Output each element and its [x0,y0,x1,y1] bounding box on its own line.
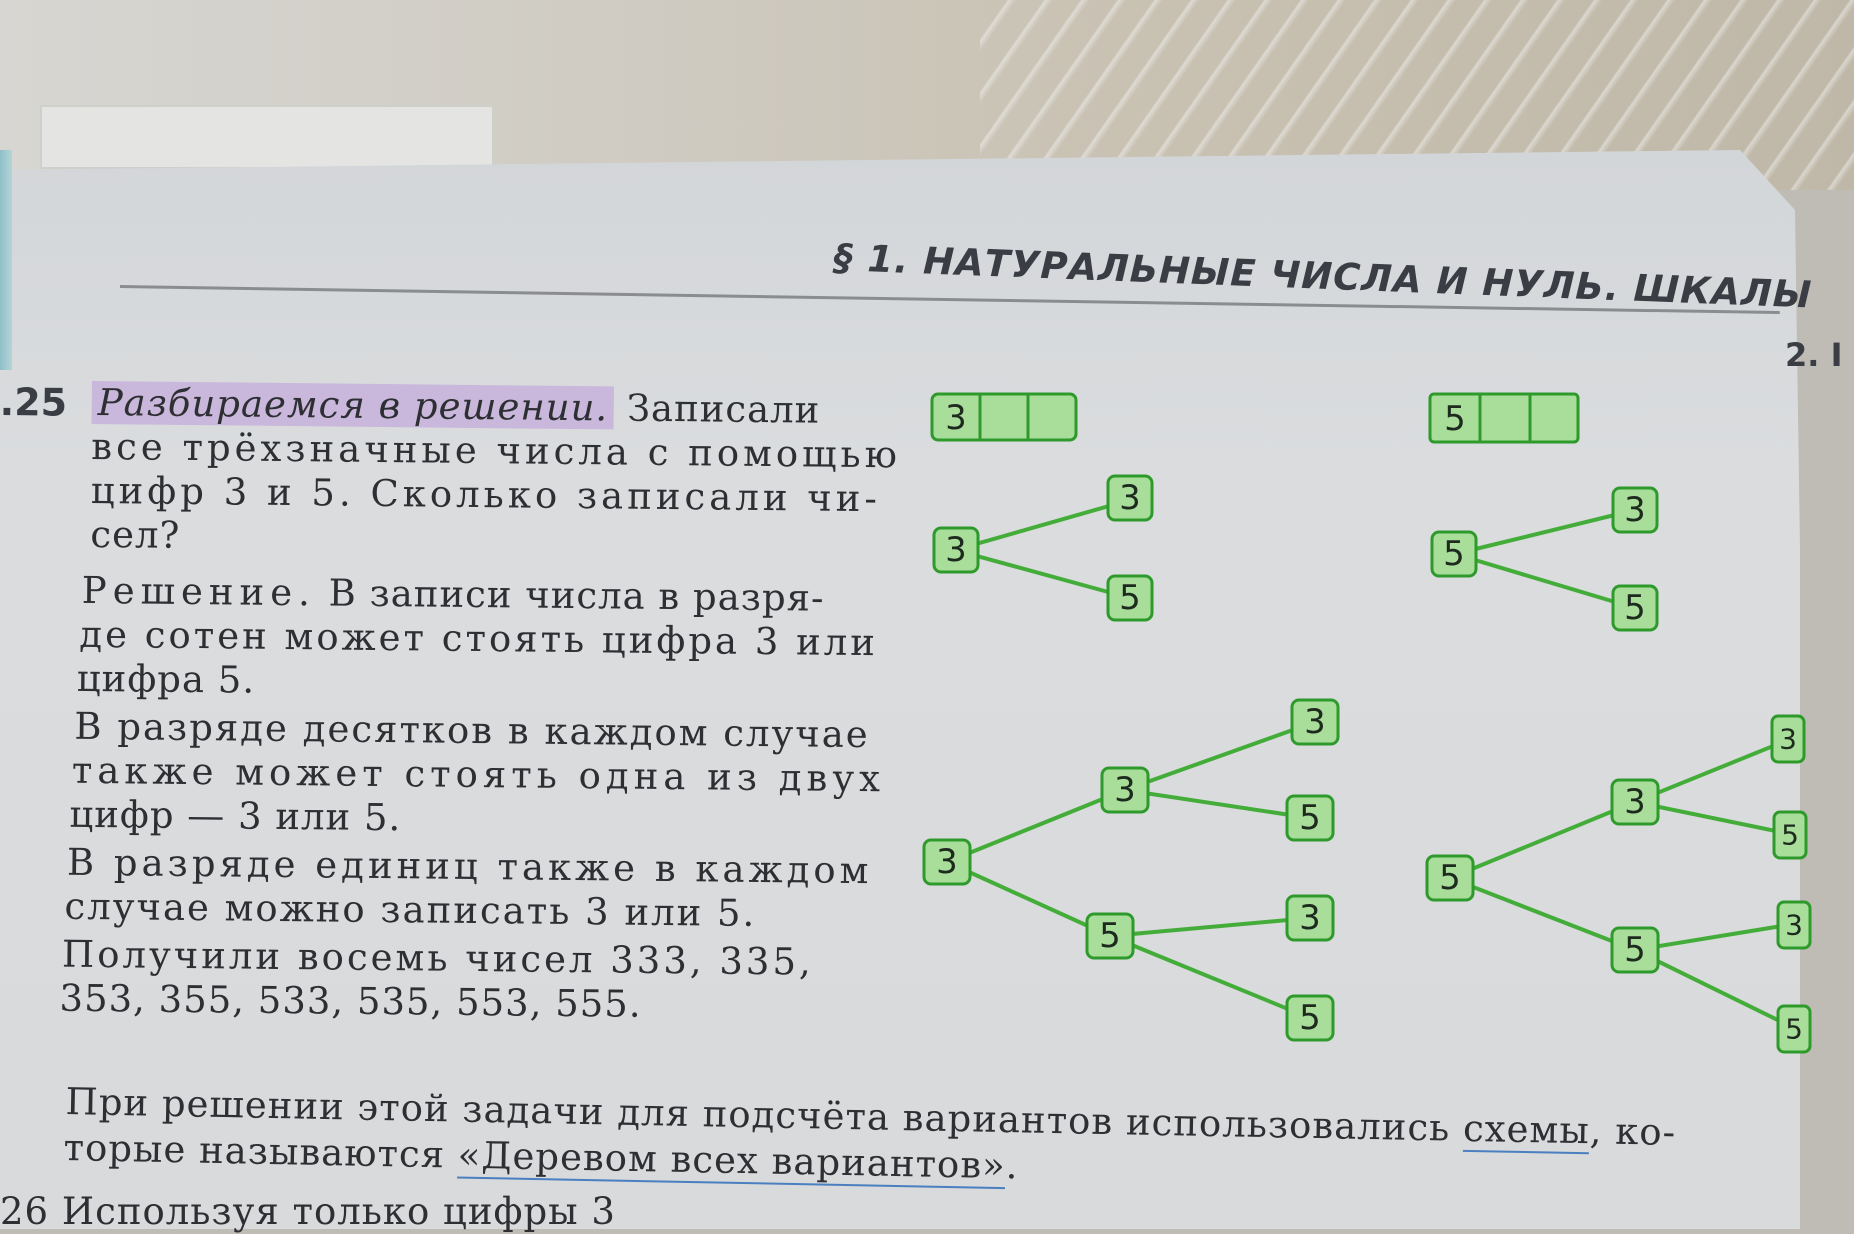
problem-number: .25 [0,380,68,425]
edge [1109,916,1311,938]
book-page [0,150,1800,1229]
corner-number: 2. I [1785,336,1843,374]
edge [1634,738,1789,804]
tree-node-label: 3 [1299,898,1321,938]
tree-node-label: 3 [1779,723,1797,756]
conclusion-text-1b: , ко- [1589,1109,1677,1154]
edge [1449,876,1636,952]
tree-diagrams: 3 5 3 3 5 5 3 5 3 3 [922,392,1812,1054]
conclusion-text-2: торые называются [63,1126,459,1177]
tree-node-label: 3 [945,530,967,570]
tree-node [1106,574,1154,622]
edge [954,498,1131,552]
edge [1454,552,1636,610]
tree-node [1085,912,1135,960]
solution-line-1-rest: В записи числа в разря- [328,571,825,620]
edge [946,860,1111,938]
tree-big-left: 3 3 5 3 5 3 5 [922,698,1340,1042]
tree-node-label: 5 [1119,578,1141,618]
digit-box-right-cell-1: 5 [1444,399,1466,439]
tree-node-label: 5 [1299,798,1321,838]
tree-node [1100,766,1150,814]
tree-node [922,838,972,886]
tree-node [1776,1004,1812,1054]
tree-big-right: 5 3 5 3 5 3 5 [1425,714,1812,1054]
digit-box-left: 3 [930,392,1078,442]
edge [954,548,1131,600]
problem-title: Разбираемся в решении. [91,380,615,430]
digit-box-left-frame [930,392,1078,442]
solution-line-9: Получили восемь чисел 333, 335, [61,932,814,984]
tree-node-label: 5 [1785,1013,1803,1046]
tree-node-label: 5 [1439,858,1461,898]
tree-node [1285,794,1335,842]
problem-line-3: цифр 3 и 5. Сколько записали чи- [90,468,882,521]
tree-node [1285,894,1335,942]
tree-node-label: 3 [1624,782,1646,822]
tree-node-label: 3 [1785,909,1803,942]
edge [1634,800,1791,836]
tree-node-label: 3 [1624,490,1646,530]
digit-box-right: 5 [1428,392,1580,444]
edge [1124,788,1311,820]
tree-node-label: 5 [1299,998,1321,1038]
solution-line-3: цифра 5. [76,656,256,702]
edge [1634,948,1795,1030]
edge [1109,934,1311,1020]
edge [1449,800,1636,880]
edge [1454,508,1636,556]
tree-node [1430,530,1478,578]
next-problem-line: 26 Используя только цифры 3 [0,1190,616,1233]
tree-node [1611,486,1659,534]
problem-line-1: Разбираемся в решении. Записали [91,380,821,433]
edge [946,788,1126,864]
tree-node [1611,584,1659,632]
tree-node-label: 5 [1099,916,1121,956]
tree-node-label: 3 [1114,770,1136,810]
solution-line-6: цифр — 3 или 5. [69,792,402,840]
tree-node-label: 5 [1443,534,1465,574]
page-edge [0,150,12,370]
tree-node-label: 3 [1119,478,1141,518]
tree-node-label: 3 [1304,702,1326,742]
problem-line-1-rest: Записали [626,386,821,432]
problem-line-4: сел? [90,512,181,557]
tree-node [1290,698,1340,746]
background-object [40,105,494,169]
tree-node [1285,994,1335,1042]
tree-node-label: 5 [1781,819,1799,852]
tree-node [1770,714,1806,764]
tree-node [1610,778,1660,826]
tree-node-label: 3 [936,842,958,882]
term-schemes: схемы [1462,1106,1591,1155]
digit-box-right-frame [1428,392,1580,444]
conclusion-text-2b: . [1005,1144,1019,1188]
edge [1124,720,1316,792]
solution-line-1: Решение. В записи числа в разря- [82,569,825,621]
tree-node [1776,900,1812,950]
tree-node-label: 5 [1624,588,1646,628]
tree-node [1425,854,1475,902]
tree-small-right: 5 3 5 [1430,486,1659,632]
tree-node-label: 5 [1624,930,1646,970]
edge [1634,922,1795,952]
solution-line-10: 353, 355, 533, 535, 553, 555. [59,976,642,1026]
digit-box-left-cell-1: 3 [945,398,967,438]
tree-node [932,526,980,574]
tree-small-left: 3 3 5 [932,474,1154,622]
solution-line-8: случае можно записать 3 или 5. [64,884,757,935]
solution-label: Решение. [81,568,317,615]
tree-node [1772,810,1808,860]
tree-node [1106,474,1154,522]
tree-node [1610,926,1660,974]
